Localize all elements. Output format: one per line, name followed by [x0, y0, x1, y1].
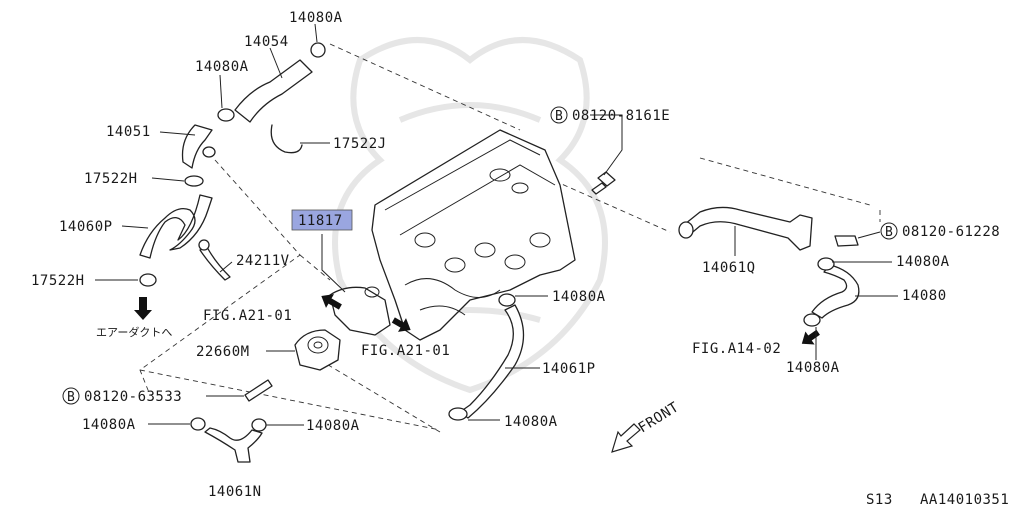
label-14080a-left: 14080A	[195, 59, 249, 75]
label-14080a-bottom: 14080A	[504, 414, 558, 430]
bolt-symbol-letter-8161e: B	[555, 109, 563, 124]
bolt-symbol-letter-63533: B	[67, 390, 75, 405]
clamp-14080a-r2	[803, 313, 821, 327]
label-17522j: 17522J	[333, 136, 387, 152]
bolt-symbol-icon-8161e	[550, 106, 568, 124]
hose-14054	[234, 59, 313, 123]
label-11817: 11817	[298, 213, 343, 229]
label-08120-8161e: 08120-8161E	[572, 108, 670, 124]
pipe-14061q	[679, 206, 813, 251]
label-fig-a21-01-right[interactable]: FIG.A21-01	[361, 343, 450, 359]
label-08120-61228: 08120-61228	[902, 224, 1000, 240]
hose-14051	[181, 124, 213, 169]
hose-14080	[811, 264, 860, 319]
label-14080a-bc: 14080A	[306, 418, 360, 434]
arrow-fig-a21-left-icon	[321, 294, 342, 310]
label-14080a-bl: 14080A	[82, 417, 136, 433]
label-17522h-lower: 17522H	[31, 273, 85, 289]
label-14061n: 14061N	[208, 484, 262, 500]
clamp-14080a-left	[217, 108, 235, 122]
clamp-14080a-bottom	[448, 407, 468, 421]
label-14051: 14051	[106, 124, 151, 140]
dashed-reference-lines	[139, 43, 881, 433]
label-24211v: 24211V	[236, 253, 290, 269]
hose-24211v	[199, 246, 231, 281]
label-14061p: 14061P	[542, 361, 596, 377]
label-14080: 14080	[902, 288, 947, 304]
bolt-63533	[244, 379, 273, 402]
bolt-symbol-letter-61228: B	[885, 225, 893, 240]
label-14080a-r2: 14080A	[786, 360, 840, 376]
highlight-11817	[291, 209, 353, 231]
label-air-duct-jp: エアーダクトへ	[96, 325, 172, 339]
hose-14060p	[139, 194, 213, 259]
arrow-fig-a21-right-icon	[391, 317, 411, 332]
clamp-17522h-upper	[184, 175, 204, 187]
hose-14061p	[459, 304, 525, 419]
label-08120-63533: 08120-63533	[84, 389, 182, 405]
label-14080a-top: 14080A	[289, 10, 343, 26]
bolt-symbol-icon-63533	[62, 387, 80, 405]
clamp-14051-end	[202, 146, 216, 158]
label-fig-a14-02[interactable]: FIG.A14-02	[692, 341, 781, 357]
label-14060p: 14060P	[59, 219, 113, 235]
bolt-61228	[834, 235, 859, 247]
footer-diagram-id: AA14010351	[920, 492, 1009, 508]
label-22660m: 22660M	[196, 344, 250, 360]
clamp-14080a-top	[310, 42, 326, 58]
arrow-air-duct-icon	[134, 297, 152, 320]
label-14054: 14054	[244, 34, 289, 50]
clamp-17522j	[270, 124, 303, 154]
arrow-fig-a14-icon	[801, 329, 820, 345]
valve-assembly	[294, 286, 391, 371]
bolt-8161e	[597, 171, 616, 187]
label-17522h-upper: 17522H	[84, 171, 138, 187]
clamp-14080a-r1	[817, 257, 835, 271]
clamp-14080a-bl	[190, 417, 206, 431]
hose-14061n	[204, 427, 263, 463]
clamp-14080a-bc	[251, 418, 267, 432]
label-14080a-mid: 14080A	[552, 289, 606, 305]
bolt-symbol-icon-61228	[880, 222, 898, 240]
label-fig-a21-01-left[interactable]: FIG.A21-01	[203, 308, 292, 324]
label-14080a-r1: 14080A	[896, 254, 950, 270]
clamp-14080a-mid	[498, 293, 516, 307]
front-direction-indicator	[611, 423, 641, 453]
label-14061q: 14061Q	[702, 260, 756, 276]
clamp-17522h-lower	[139, 273, 157, 287]
leader-lines	[95, 23, 898, 426]
intake-manifold	[371, 129, 576, 341]
footer-model: S13	[866, 492, 893, 508]
label-front: FRONT	[636, 399, 682, 436]
